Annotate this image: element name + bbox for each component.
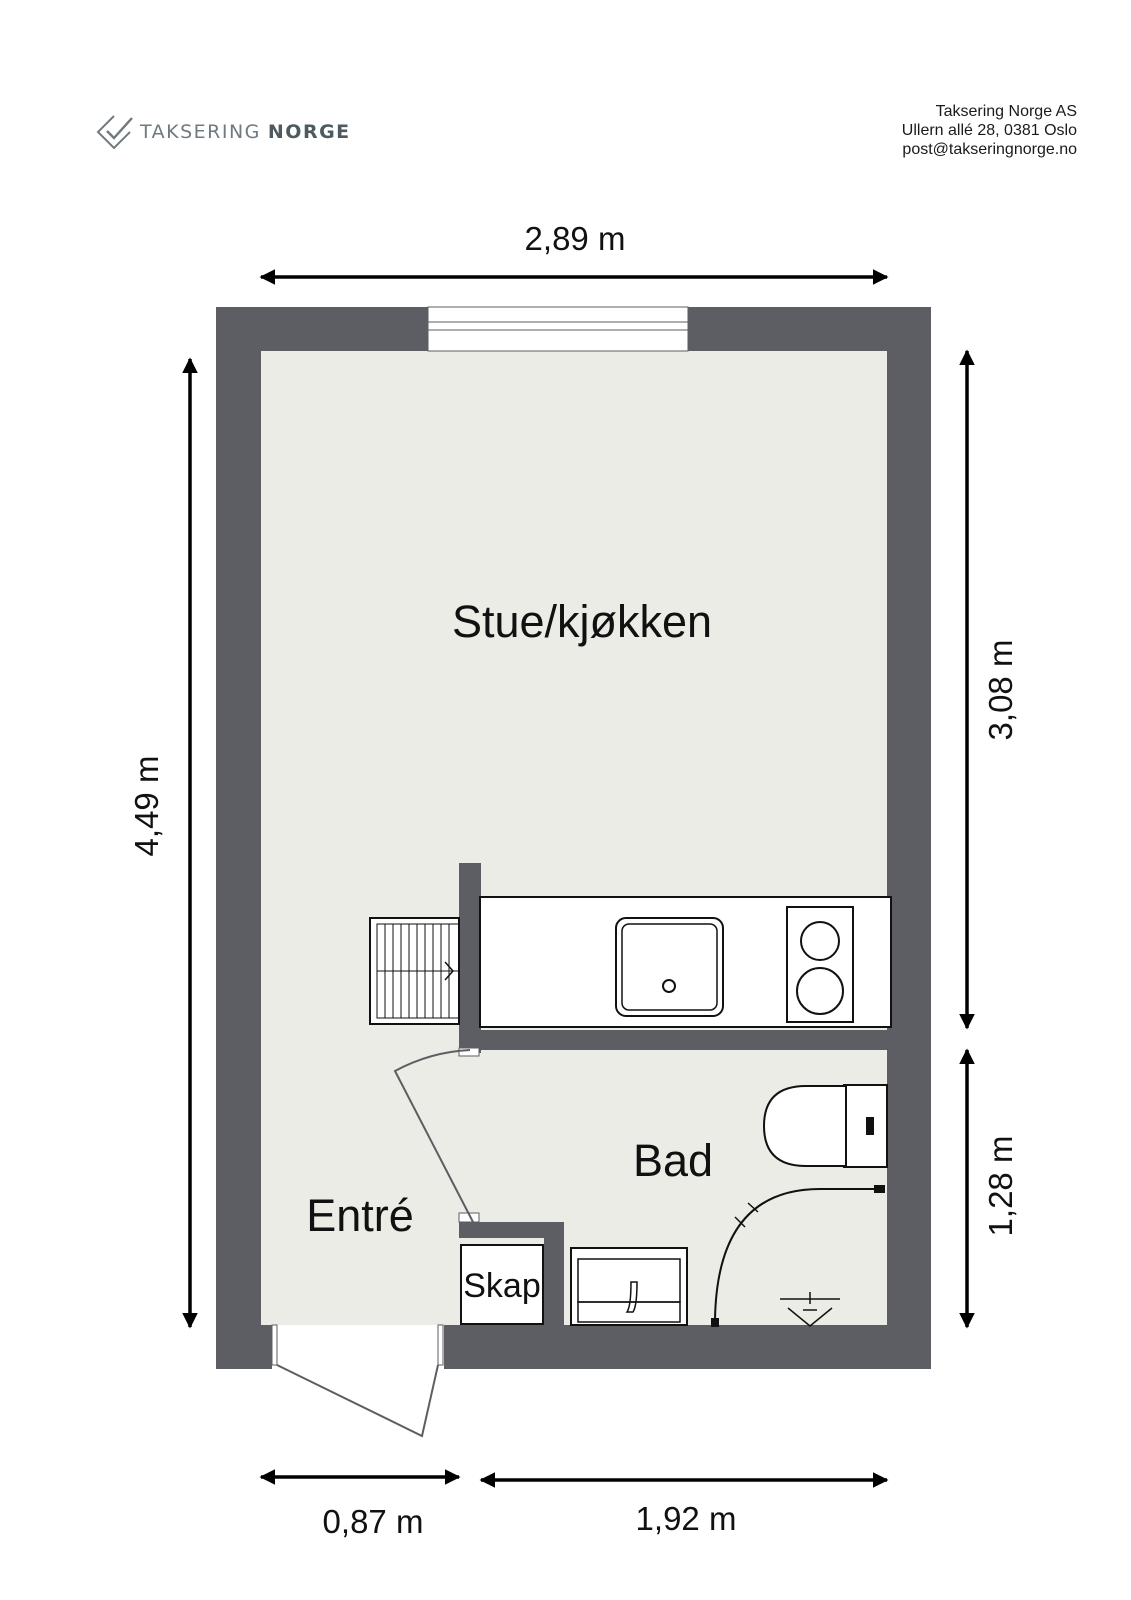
sink-drain-icon — [662, 979, 676, 993]
closet-wall — [544, 1222, 564, 1325]
toilet-icon — [762, 1084, 888, 1168]
rack-arrow-icon — [444, 961, 455, 981]
dimension-label-right-lower: 1,28 m — [982, 1136, 1019, 1237]
cooktop-burner-small — [800, 921, 840, 961]
entry-door-jamb-left — [271, 1324, 278, 1366]
sink-outer — [615, 917, 724, 1017]
room-label-bath: Bad — [633, 1135, 713, 1186]
logo-word-norge: NORGE — [267, 121, 351, 143]
closet — [460, 1244, 544, 1325]
bath-wall-stub — [459, 1222, 564, 1238]
shelf-rack — [369, 917, 460, 1025]
shower-curtain — [714, 1188, 885, 1321]
company-address: Ullern allé 28, 0381 Oslo — [901, 122, 1077, 139]
logo-text: TAKSERING NORGE — [140, 121, 351, 143]
window — [427, 306, 689, 352]
dimension-label-bottom-left: 0,87 m — [323, 1503, 424, 1540]
company-email: post@takseringnorge.no — [902, 141, 1077, 158]
entry-door-jamb-right — [437, 1324, 444, 1366]
room-label-closet: Skap — [463, 1267, 541, 1305]
sink-inner — [621, 923, 718, 1011]
partition-wall-horizontal — [459, 1030, 887, 1050]
entry-floor — [261, 1030, 459, 1325]
company-info: Taksering Norge AS Ullern allé 28, 0381 … — [902, 102, 1077, 159]
vanity-front — [577, 1301, 681, 1323]
floor-drain-icon — [780, 1292, 840, 1327]
shower-hook-2 — [747, 1202, 759, 1213]
cooktop — [786, 906, 854, 1023]
dimension-label-left: 4,49 m — [128, 756, 165, 857]
logo-word-taksering: TAKSERING — [140, 121, 261, 143]
company-logo: TAKSERING NORGE — [96, 114, 351, 150]
door-jamb-upper — [458, 1047, 480, 1057]
room-label-entry: Entré — [306, 1190, 414, 1241]
shower-hook-1 — [734, 1216, 746, 1228]
dimension-label-right-upper: 3,08 m — [982, 640, 1019, 741]
kitchen-side-wall — [459, 863, 481, 1053]
company-name: Taksering Norge AS — [935, 103, 1077, 120]
checkmark-diamond-icon — [96, 115, 133, 150]
shower-curtain-end — [874, 1185, 885, 1193]
dimension-label-top: 2,89 m — [525, 220, 626, 257]
bath-door-swing — [393, 1049, 474, 1223]
entry-door-swing — [276, 1364, 439, 1438]
shower-curtain-base — [711, 1318, 719, 1327]
dimension-label-bottom-right: 1,92 m — [636, 1500, 737, 1537]
cooktop-burner-large — [796, 967, 844, 1015]
room-label-living: Stue/kjøkken — [452, 596, 712, 647]
entry-door-opening — [272, 1325, 444, 1369]
vanity-faucet-icon — [625, 1281, 638, 1313]
